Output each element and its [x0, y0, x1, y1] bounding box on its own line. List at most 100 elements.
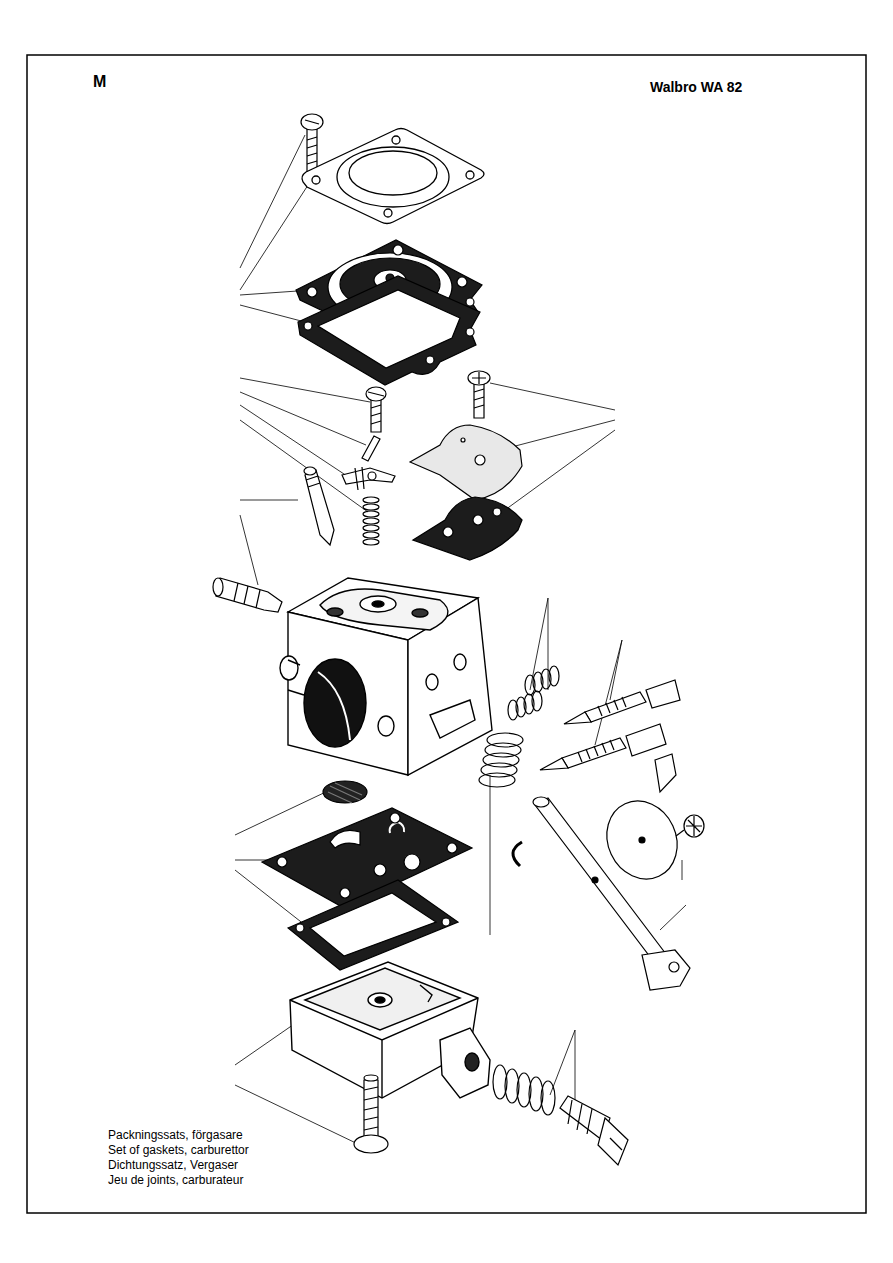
- plate-screw: [472, 372, 486, 384]
- carburettor-body: [320, 589, 448, 630]
- metering-gasket: [304, 322, 312, 330]
- inlet-needle: [306, 476, 320, 487]
- kit-caption: Dichtungssatz, Vergaser: [108, 1159, 238, 1173]
- page-mark-slot: M: [93, 73, 106, 91]
- lever-screw: [371, 398, 381, 432]
- stop-spring: [541, 1081, 555, 1115]
- metering-gasket: [298, 276, 480, 385]
- leader-line: [235, 135, 686, 1145]
- leader-line: [240, 392, 366, 445]
- metering-diaphragm: [466, 298, 474, 306]
- metering-lever: [355, 467, 364, 490]
- leader-line: [240, 500, 298, 501]
- adjusting-spring: [508, 666, 559, 720]
- leader-line: [235, 1020, 300, 1065]
- lever-screw: [366, 387, 386, 401]
- lever-spring: [363, 539, 379, 545]
- metering-diaphragm: [457, 277, 467, 287]
- cover-plate: [461, 438, 465, 442]
- carburettor-body: [280, 656, 298, 680]
- cover-screw: [364, 1080, 378, 1140]
- lever-spring: [363, 518, 379, 524]
- throttle-disc: [639, 837, 645, 843]
- pump-diaphragm: [404, 854, 420, 870]
- lever-spring: [363, 497, 379, 503]
- metering-diaphragm: [393, 245, 403, 255]
- kit-caption: Set of gaskets, carburettor: [108, 1144, 249, 1158]
- kit-caption-slot: Jeu de joints, carburateur: [108, 1174, 243, 1188]
- adjusting-spring: [549, 666, 559, 686]
- metering-gasket: [426, 356, 434, 364]
- circlip: [513, 842, 522, 866]
- metering-lever: [342, 467, 395, 490]
- lever-spring: [363, 504, 379, 510]
- adjusting-needle: [564, 712, 591, 724]
- pump-gasket: [310, 893, 436, 956]
- cover-screw: [354, 1135, 388, 1153]
- plate-gasket: [443, 527, 453, 537]
- pump-cover: [465, 1053, 479, 1071]
- idle-spring: [479, 773, 515, 787]
- cover-screw: [354, 1075, 388, 1153]
- inlet-needle: [304, 467, 316, 475]
- top-screw: [307, 137, 317, 172]
- carburettor-body: [327, 608, 343, 616]
- carburettor-body: [426, 674, 438, 690]
- throttle-shaft: [642, 950, 690, 990]
- pump-diaphragm: [277, 857, 287, 867]
- carburettor-body: [454, 654, 466, 670]
- diaphragm-cover: [337, 147, 449, 207]
- circlip: [513, 842, 522, 866]
- plate-gasket: [473, 515, 483, 525]
- plate-screw: [474, 382, 484, 418]
- throttle-shaft: [533, 797, 549, 807]
- lever-spring: [363, 525, 379, 531]
- cover-plate: [410, 425, 522, 500]
- plate-screw: [468, 371, 490, 385]
- disc-screw: [676, 830, 684, 836]
- plate-screw: [474, 389, 484, 408]
- pump-cover: [420, 985, 432, 1002]
- adjusting-needle: [655, 754, 676, 792]
- pump-gasket: [296, 924, 304, 932]
- inlet-needle: [304, 467, 334, 545]
- pump-gasket: [442, 918, 450, 926]
- inlet-fitting: [234, 583, 260, 608]
- kit-caption: Jeu de joints, carburateur: [108, 1174, 243, 1188]
- metering-lever: [368, 472, 376, 480]
- throttle-shaft: [669, 962, 679, 972]
- adjusting-needle: [562, 738, 626, 768]
- leader-line: [240, 420, 368, 512]
- carburettor-body: [280, 578, 492, 775]
- cover-plate: [410, 425, 522, 500]
- page-frame: [27, 55, 866, 1213]
- throttle-disc: [594, 789, 689, 890]
- pump-cover: [375, 997, 385, 1003]
- kit-caption-slot: Set of gaskets, carburettor: [108, 1144, 249, 1158]
- stop-screw: [568, 1100, 592, 1134]
- diaphragm-cover: [302, 129, 484, 224]
- pump-cover: [368, 993, 392, 1007]
- inlet-fitting: [213, 578, 282, 612]
- leader-line: [240, 135, 305, 268]
- lever-pin: [362, 436, 380, 461]
- throttle-shaft: [592, 877, 598, 883]
- leader-line: [595, 640, 622, 745]
- diaphragm-cover: [302, 129, 484, 224]
- idle-spring: [479, 733, 523, 787]
- lever-screw: [368, 392, 384, 396]
- pump-diaphragm: [390, 813, 400, 823]
- plate-screw: [468, 371, 490, 418]
- cover-plate: [475, 455, 485, 465]
- pump-diaphragm: [447, 843, 457, 853]
- kit-caption-slot: Packningssats, förgasare: [108, 1129, 243, 1143]
- disc-screw: [686, 816, 702, 836]
- plate-gasket: [413, 497, 522, 560]
- carburettor-body: [412, 609, 428, 617]
- page-mark: M: [93, 73, 106, 91]
- carburettor-body: [378, 716, 394, 736]
- adjusting-needle: [540, 758, 568, 770]
- pump-cover: [440, 1028, 490, 1098]
- leader-line: [240, 182, 310, 290]
